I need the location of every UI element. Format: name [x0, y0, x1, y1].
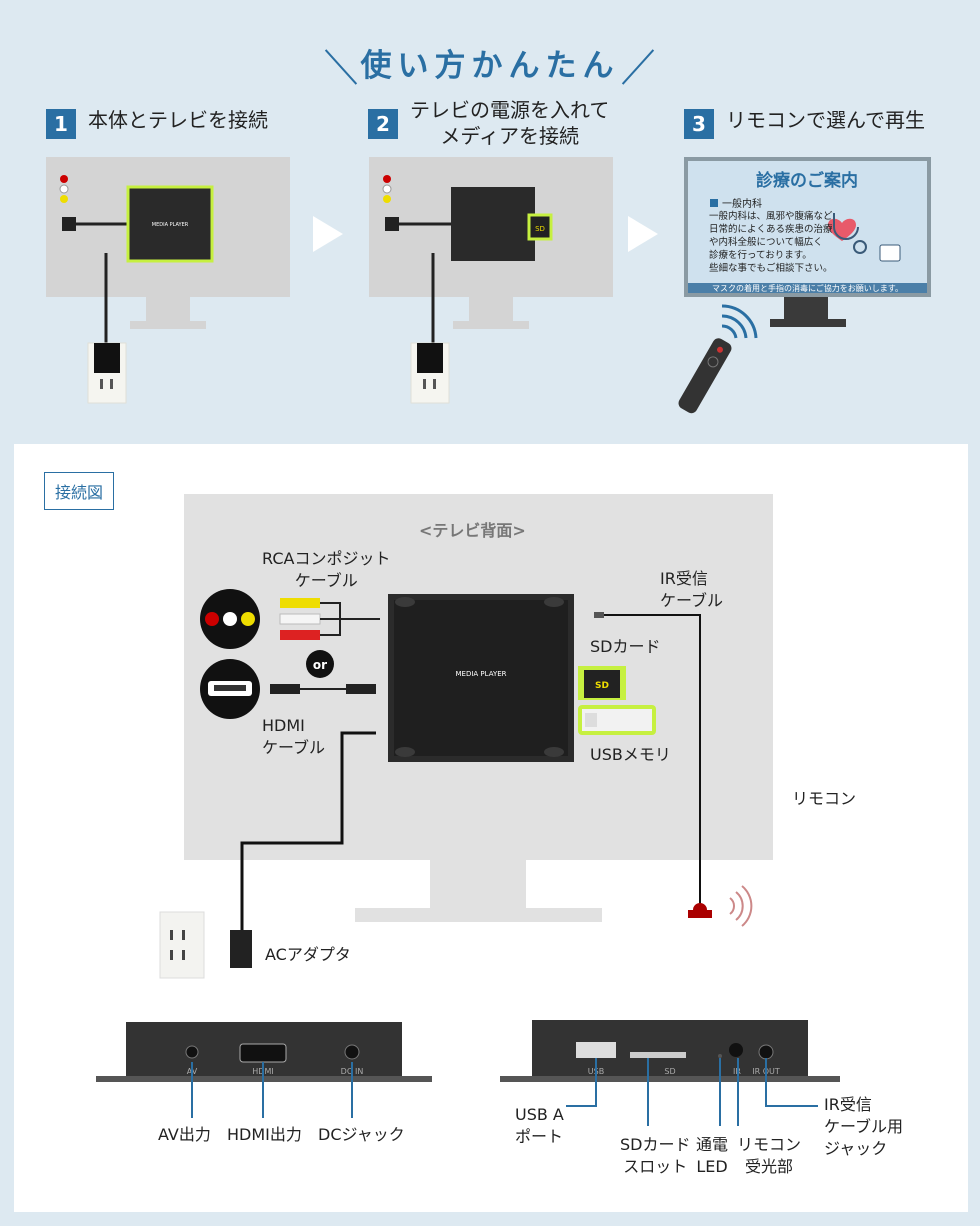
step-number: 1 — [46, 109, 76, 139]
step1-illustration: MEDIA PLAYER — [46, 157, 290, 404]
section-tag: 接続図 — [44, 472, 115, 510]
remote-wave-illustration — [678, 304, 758, 414]
step2-illustration: SD — [369, 157, 613, 404]
step-number: 2 — [368, 109, 398, 139]
port-panel-left: AV HDMI DC IN — [96, 1022, 432, 1118]
svg-text:SD: SD — [664, 1067, 675, 1076]
ir-cable-label: IR受信 ケーブル — [660, 569, 724, 610]
svg-text:SD: SD — [535, 225, 545, 233]
ac-adapter-label: ACアダプタ — [265, 945, 351, 964]
hdmi-cable-label: HDMI ケーブル — [262, 716, 326, 757]
step-text: 本体とテレビを接続 — [88, 108, 268, 132]
arrow-right-icon — [313, 216, 343, 252]
screen-footer: マスクの着用と手指の消毒にご協力をお願いします。 — [711, 284, 904, 293]
port-label-sd: SDカード スロット — [620, 1135, 691, 1176]
sd-card-label: SDカード — [590, 637, 661, 656]
port-label-hdmi: HDMI出力 — [227, 1125, 302, 1144]
remote-label: リモコン — [792, 789, 857, 808]
screen-body: 一般内科は、風邪や腹痛など日常的によくある疾患の治療や内科全般について幅広く診療… — [709, 211, 833, 274]
rca-cable-label: RCAコンポジット ケーブル — [262, 549, 391, 590]
or-label: or — [313, 658, 327, 672]
port-label-av: AV出力 — [158, 1125, 211, 1144]
port-label-dc: DCジャック — [318, 1125, 405, 1144]
tv-back-label: <テレビ背面> — [419, 521, 526, 540]
step-1: 1 本体とテレビを接続 — [46, 103, 268, 139]
connection-diagram: MEDIA PLAYER or SD — [159, 494, 773, 979]
svg-text:MEDIA PLAYER: MEDIA PLAYER — [455, 670, 506, 678]
port-label-usb: USB A ポート — [515, 1105, 564, 1146]
screen-title: 診療のご案内 — [756, 171, 858, 191]
port-label-irout: IR受信 ケーブル用 ジャック — [824, 1095, 904, 1158]
step-2: 2 テレビの電源を入れて メディアを接続 — [368, 98, 609, 149]
svg-text:MEDIA PLAYER: MEDIA PLAYER — [152, 222, 189, 228]
svg-text:SD: SD — [595, 681, 609, 691]
page-title: 使い方かんたん — [360, 48, 620, 84]
step-3: 3 リモコンで選んで再生 — [684, 103, 925, 139]
screen-subtitle: 一般内科 — [710, 195, 762, 210]
step-number: 3 — [684, 109, 714, 139]
usb-memory-label: USBメモリ — [590, 745, 671, 764]
port-label-led: 通電 LED — [696, 1135, 729, 1176]
arrow-right-icon — [628, 216, 658, 252]
step-text: リモコンで選んで再生 — [726, 108, 925, 132]
port-label-ir: リモコン 受光部 — [737, 1135, 802, 1176]
step3-monitor — [684, 157, 931, 327]
step-text: テレビの電源を入れて メディアを接続 — [410, 98, 610, 148]
port-panel-right: USB SD IR IR OUT — [500, 1020, 840, 1126]
